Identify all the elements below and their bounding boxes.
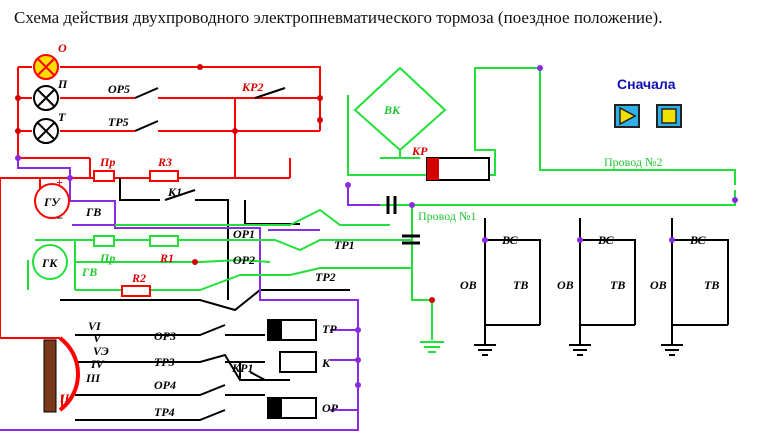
label-or: ОР	[322, 401, 339, 415]
label-bc-2: ВС	[597, 233, 614, 247]
capacitor-branch-icon	[402, 234, 420, 245]
label-tb-2: ТВ	[610, 278, 625, 292]
label-bc-3: ВС	[689, 233, 706, 247]
label-p: П	[57, 77, 68, 91]
label-vk: ВК	[383, 103, 401, 117]
restart-label: Сначала	[617, 76, 676, 92]
label-t: Т	[58, 110, 66, 124]
capacitor-main-icon	[386, 196, 397, 214]
label-tp4: ТР4	[154, 405, 175, 419]
label-iv: IV	[90, 357, 105, 371]
label-o: О	[58, 41, 67, 55]
label-tp: ТР	[322, 322, 337, 336]
label-tp3: ТР3	[154, 355, 175, 369]
train-wires	[27, 67, 736, 340]
label-r2: R2	[131, 271, 146, 285]
label-gu: ГУ	[43, 195, 61, 209]
label-plus: +	[56, 175, 63, 189]
controller-handle-icon	[43, 336, 80, 413]
resistor-r3	[149, 170, 179, 182]
lamp-t-icon	[33, 118, 59, 144]
generator-gk-icon	[32, 244, 68, 280]
relay-k-icon	[279, 351, 317, 373]
label-ve: VЭ	[93, 344, 109, 358]
label-op5: ОР5	[108, 82, 130, 96]
label-tp5: ТР5	[108, 115, 129, 129]
label-k1: К1	[167, 185, 182, 199]
junction-dots	[15, 64, 435, 303]
label-pr2: Пр	[99, 251, 115, 265]
label-op3: ОР3	[154, 329, 176, 343]
label-tb-1: ТВ	[513, 278, 528, 292]
page-title: Схема действия двухпроводного электропне…	[14, 8, 663, 27]
label-kp1: КР1	[231, 361, 253, 375]
fuse-pr-top	[93, 170, 115, 182]
ground-icon	[474, 344, 683, 356]
play-button[interactable]	[614, 104, 640, 128]
label-kp2: КР2	[241, 80, 263, 94]
label-ob-1: ОВ	[460, 278, 477, 292]
label-r3: R3	[157, 155, 172, 169]
label-ob-3: ОВ	[650, 278, 667, 292]
label-bc-1: ВС	[501, 233, 518, 247]
valve-units	[484, 218, 729, 345]
label-ob-2: ОВ	[557, 278, 574, 292]
stop-button[interactable]	[656, 104, 682, 128]
play-triangle-icon	[619, 106, 637, 126]
label-vi: VI	[88, 319, 102, 333]
lamp-o-icon	[33, 54, 59, 80]
label-gk: ГК	[41, 256, 58, 270]
label-r1: R1	[159, 251, 174, 265]
label-tp1: ТР1	[334, 238, 355, 252]
label-pr1: Пр	[99, 155, 115, 169]
lamp-p-icon	[33, 85, 59, 111]
resistor-r2	[121, 285, 151, 297]
label-gv1: ГВ	[85, 205, 101, 219]
junction-dots-purple	[15, 65, 738, 388]
label-v: V	[93, 331, 102, 345]
label-tp2: ТР2	[315, 270, 336, 284]
label-op4: ОР4	[154, 378, 176, 392]
bridge-rectifier	[353, 66, 447, 159]
ground-green-icon	[420, 341, 444, 353]
generator-gu-icon	[34, 183, 70, 219]
label-gv2: ГВ	[81, 265, 97, 279]
label-kp: КР	[411, 144, 428, 158]
label-wire2: Провод №2	[604, 155, 662, 169]
label-ii: II	[59, 391, 71, 405]
label-minus: −	[56, 211, 63, 225]
resistor-r1	[149, 235, 179, 247]
label-k: К	[321, 356, 331, 370]
label-op2: ОР2	[233, 253, 255, 267]
label-iii: III	[85, 371, 101, 385]
label-tb-3: ТВ	[704, 278, 719, 292]
stop-square-icon	[661, 108, 677, 124]
label-wire1: Провод №1	[418, 209, 476, 223]
fuse-pr-bottom	[93, 235, 115, 247]
label-op1: ОР1	[233, 227, 255, 241]
